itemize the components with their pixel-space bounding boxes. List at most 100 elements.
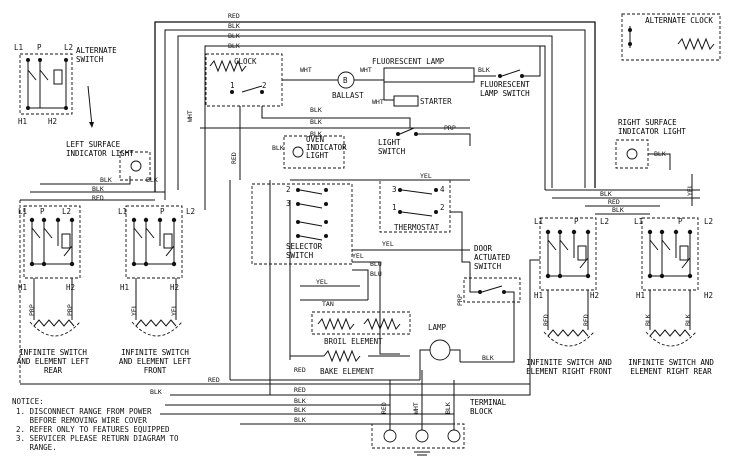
wire-label-yel-d: YEL	[316, 278, 328, 286]
rf-p: P	[574, 217, 579, 226]
wire-label-yel-c: YEL	[352, 252, 364, 260]
wire-label-blk-b4: BLK	[294, 416, 306, 424]
clock-term-2: 2	[262, 81, 267, 90]
lr-p: P	[40, 207, 45, 216]
wire-label-blk-rt2: BLK	[612, 206, 624, 214]
wire-label-blk-top-3: BLK	[228, 42, 240, 50]
lf-l2: L2	[186, 207, 195, 216]
lf-l1: L1	[118, 207, 127, 216]
fluorescent-circuit: B BALLAST WHT WHT FLUORESCENT LAMP START…	[282, 46, 541, 107]
wire-label-prp: PRP	[444, 124, 456, 132]
clock-term-1: 1	[230, 81, 235, 90]
right-surface-indicator-label: RIGHT SURFACE INDICATOR LIGHT	[618, 118, 686, 136]
selector-switch-label: SELECTOR SWITCH	[286, 242, 323, 260]
alt-switch-h2: H2	[48, 117, 57, 126]
wire-label-prp-lr2: PRP	[66, 304, 74, 316]
right-top-wires: BLK RED BLK	[545, 189, 700, 215]
light-switch-label: LIGHT SWITCH	[378, 138, 406, 156]
lf-h2: H2	[170, 283, 179, 292]
left-rear-label: INFINITE SWITCH AND ELEMENT LEFT REAR	[16, 348, 90, 375]
left-front-label: INFINITE SWITCH AND ELEMENT LEFT FRONT	[118, 348, 192, 375]
wire-label-red-lt: RED	[92, 194, 104, 202]
rf-h1: H1	[534, 291, 543, 300]
bake-element-label: BAKE ELEMENT	[320, 367, 375, 376]
left-top-wires: BLK BLK RED	[19, 176, 165, 384]
left-surface-indicator-light: LEFT SURFACE INDICATOR LIGHT BLK	[66, 140, 158, 184]
lf-h1: H1	[120, 283, 129, 292]
wire-label-red-b2: RED	[294, 386, 306, 394]
wire-label-red-tb: RED	[380, 402, 388, 414]
wire-label-blk-lt2: BLK	[92, 185, 104, 193]
wire-label-blk-oil: BLK	[272, 144, 284, 152]
wire-label-red-rf1: RED	[542, 314, 550, 326]
wire-label-blk-door: BLK	[482, 354, 494, 362]
left-surface-indicator-label: LEFT SURFACE INDICATOR LIGHT	[66, 140, 134, 158]
thermostat-term-3: 3	[392, 185, 397, 194]
wire-label-blk-1: BLK	[310, 106, 322, 114]
broil-element: BROIL ELEMENT	[311, 311, 411, 346]
wire-label-blk-top-1: BLK	[228, 22, 240, 30]
wire-label-blk-rt1: BLK	[600, 190, 612, 198]
thermostat-term-4: 4	[440, 185, 445, 194]
lamp-label: LAMP	[428, 323, 447, 332]
rr-h2: H2	[704, 291, 713, 300]
lr-l2: L2	[62, 207, 71, 216]
bottom-bus-wires: RED BLK RED BLK BLK BLK RED	[20, 259, 540, 425]
lr-h2: H2	[66, 283, 75, 292]
alt-switch-h1: H1	[18, 117, 27, 126]
wire-label-blk-rr2: BLK	[684, 314, 692, 326]
wire-label-blk-top-2: BLK	[228, 32, 240, 40]
terminal-block-label: TERMINAL BLOCK	[470, 398, 507, 416]
infinite-switch-right-front: L1 P L2 H1 H2 RED RED INFINITE SWITCH AN…	[526, 217, 612, 376]
right-surface-indicator-light: RIGHT SURFACE INDICATOR LIGHT BLK YEL	[615, 118, 694, 206]
alt-switch-p: P	[37, 43, 42, 52]
alt-switch-l1: L1	[14, 43, 23, 52]
notice-line-4: 3. SERVICER PLEASE RETURN DIAGRAM TO	[16, 434, 179, 443]
alternate-clock: ALTERNATE CLOCK	[621, 13, 721, 61]
door-actuated-switch: DOOR ACTUATED SWITCH PRP BLK	[456, 244, 521, 363]
rf-h2: H2	[590, 291, 599, 300]
wire-label-blk-b2: BLK	[294, 397, 306, 405]
wire-label-red-rf2: RED	[582, 314, 590, 326]
oven-lamp: LAMP	[419, 323, 461, 380]
thermostat-term-2: 2	[440, 203, 445, 212]
ballast-symbol: B	[343, 76, 348, 85]
rf-l2: L2	[600, 217, 609, 226]
infinite-switch-left-rear: L1 P L2 H1 H2 PRP PRP INFINITE SWITCH AN…	[16, 205, 90, 375]
oven-indicator-light-label: OVEN INDICATOR LIGHT	[306, 136, 347, 160]
thermostat-term-1: 1	[392, 203, 397, 212]
right-front-label: INFINITE SWITCH AND ELEMENT RIGHT FRONT	[526, 358, 612, 376]
wire-label-wht-tb: WHT	[412, 402, 420, 414]
door-actuated-switch-label: DOOR ACTUATED SWITCH	[474, 244, 511, 271]
wire-label-blu-1: BLU	[370, 260, 382, 268]
rr-h1: H1	[636, 291, 645, 300]
wire-label-prp-door: PRP	[456, 294, 464, 306]
selector-term-2: 2	[286, 185, 291, 194]
wire-label-red-b3: RED	[294, 366, 306, 374]
alternate-switch: L1 P L2 H1 H2 ALTERNATE SWITCH	[14, 43, 117, 128]
lr-h1: H1	[18, 283, 27, 292]
right-rear-label: INFINITE SWITCH AND ELEMENT RIGHT REAR	[628, 358, 714, 376]
wire-label-red-b1: RED	[208, 376, 220, 384]
rr-p: P	[678, 217, 683, 226]
lr-l1: L1	[18, 207, 27, 216]
center-wires: RED WHT YEL BLU BLU YEL TAN	[186, 110, 470, 395]
wire-label-wht-ballast-2: WHT	[360, 66, 372, 74]
wire-label-blu-2: BLU	[370, 270, 382, 278]
notice-title: NOTICE:	[12, 397, 44, 406]
wire-label-yel-thermo-2: YEL	[382, 240, 394, 248]
thermostat: 3 4 1 2 THERMOSTAT YEL YEL	[290, 172, 470, 263]
infinite-switch-left-front: L1 P L2 H1 H2 YEL YEL INFINITE SWITCH AN…	[118, 205, 195, 375]
wire-label-blk-fl: BLK	[478, 66, 490, 74]
ballast-label: BALLAST	[332, 91, 364, 100]
wire-label-blk-3: BLK	[310, 130, 322, 138]
wire-label-red-vert: RED	[230, 152, 238, 164]
alternate-switch-label: ALTERNATE SWITCH	[76, 46, 117, 64]
notice-line-1: 1. DISCONNECT RANGE FROM POWER	[16, 407, 152, 416]
alt-switch-l2: L2	[64, 43, 73, 52]
alternate-clock-label: ALTERNATE CLOCK	[645, 16, 713, 25]
wire-label-blk-b3: BLK	[294, 406, 306, 414]
wire-label-blk-tb: BLK	[444, 402, 452, 414]
rr-l1: L1	[634, 217, 643, 226]
